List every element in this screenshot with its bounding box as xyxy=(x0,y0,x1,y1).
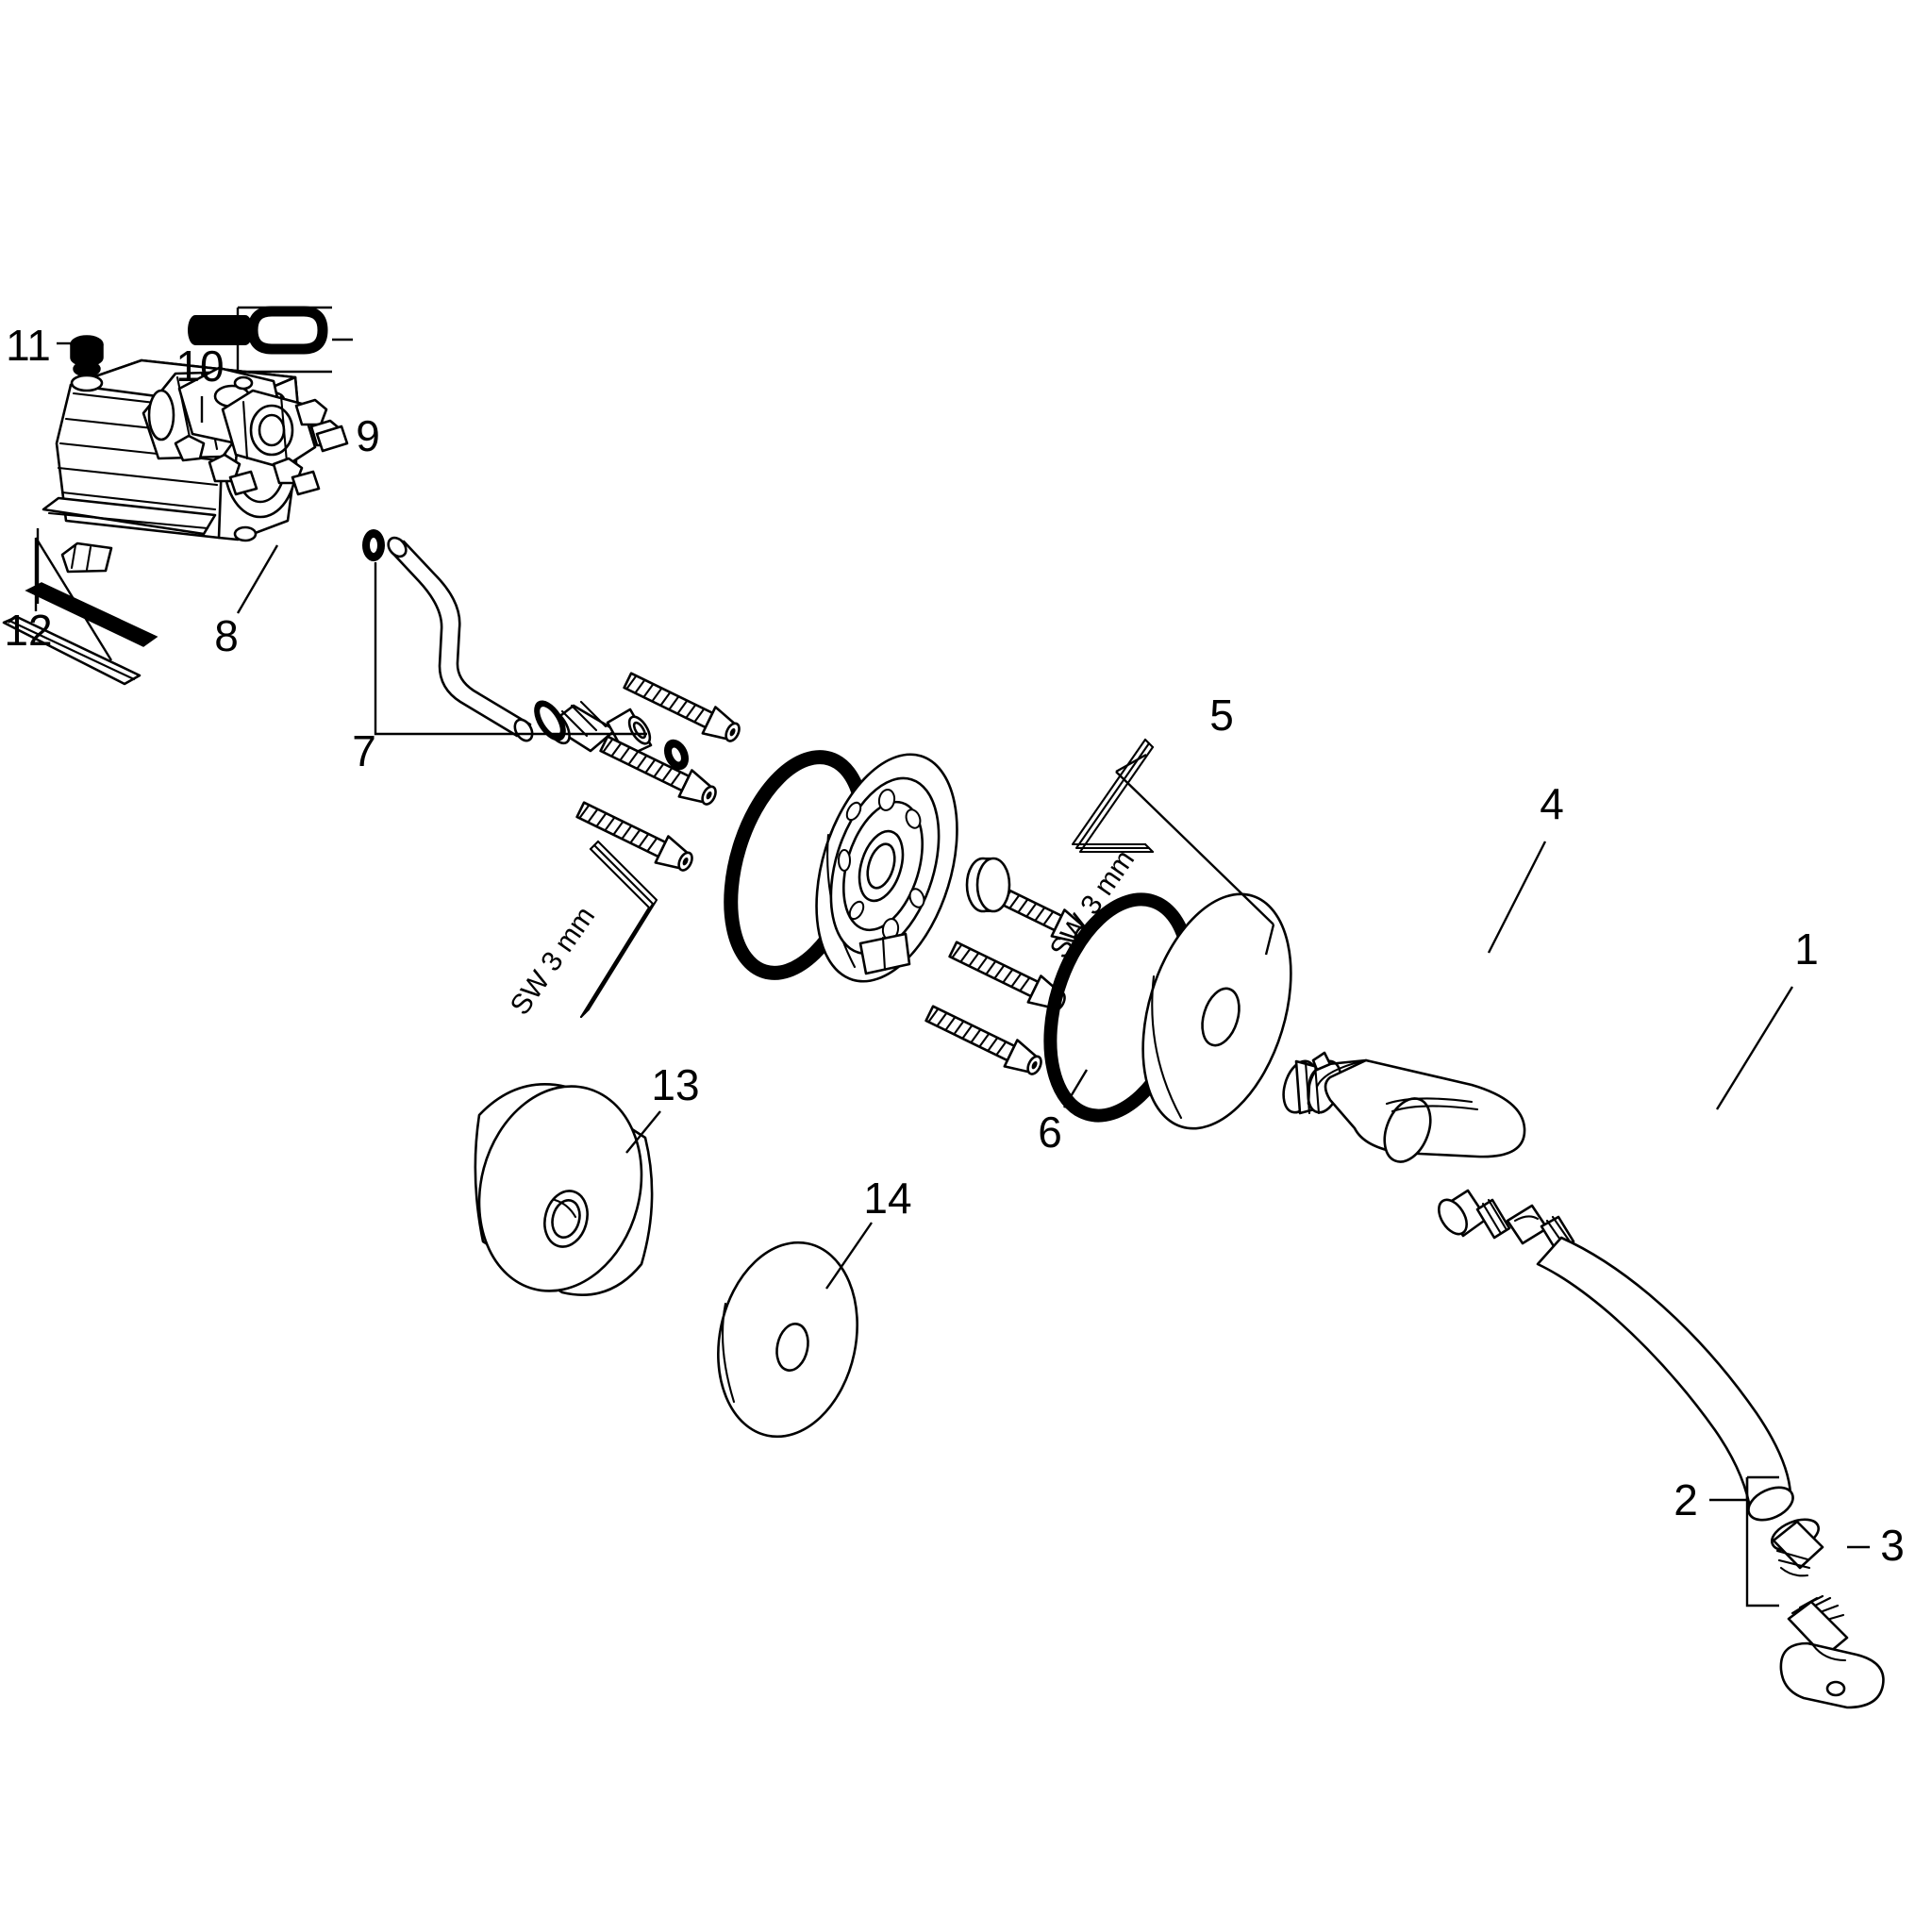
callout-8: 8 xyxy=(214,611,239,660)
part-2-aerator xyxy=(1771,1518,1824,1577)
part-14-flat-escutcheon xyxy=(717,1241,858,1439)
callout-6: 6 xyxy=(1038,1108,1062,1157)
part-11-screw-plug xyxy=(70,335,104,377)
mounting-screw-f xyxy=(924,1005,1042,1075)
part-4-lever-handle xyxy=(1307,1051,1526,1163)
part-13-extension-escutcheon xyxy=(474,1083,654,1296)
part-12-gasket-set xyxy=(2,582,158,686)
part-8-cartridge xyxy=(142,366,349,496)
allen-key-right xyxy=(1071,738,1155,854)
callout-10: 10 xyxy=(175,341,224,391)
callout-3: 3 xyxy=(1880,1521,1905,1570)
callout-4: 4 xyxy=(1540,779,1564,828)
callout-5: 5 xyxy=(1209,691,1234,740)
allen-key-left xyxy=(579,840,658,1019)
callout-2: 2 xyxy=(1674,1475,1698,1524)
part-7-hose-assembly xyxy=(362,529,690,771)
part-3-aerator-key xyxy=(1779,1594,1885,1709)
mounting-screw-b xyxy=(599,735,717,806)
callout-12: 12 xyxy=(4,606,52,655)
callout-14: 14 xyxy=(863,1174,911,1223)
callout-1: 1 xyxy=(1794,924,1819,974)
leader-lines xyxy=(34,338,1870,1607)
mounting-screw-c xyxy=(575,801,693,872)
baseplate-flange xyxy=(815,753,958,983)
part-1-spout xyxy=(1438,1189,1794,1522)
sw-label-left: SW 3 mm xyxy=(505,901,602,1021)
mounting-screw-a xyxy=(623,672,741,742)
part-5-escutcheon xyxy=(1141,892,1292,1130)
callout-7: 7 xyxy=(352,726,376,775)
baseplate-spacer-ring xyxy=(965,857,1011,913)
callout-13: 13 xyxy=(651,1060,699,1109)
hose-connector xyxy=(534,700,653,758)
callout-11: 11 xyxy=(6,321,51,370)
callout-9: 9 xyxy=(356,411,380,460)
